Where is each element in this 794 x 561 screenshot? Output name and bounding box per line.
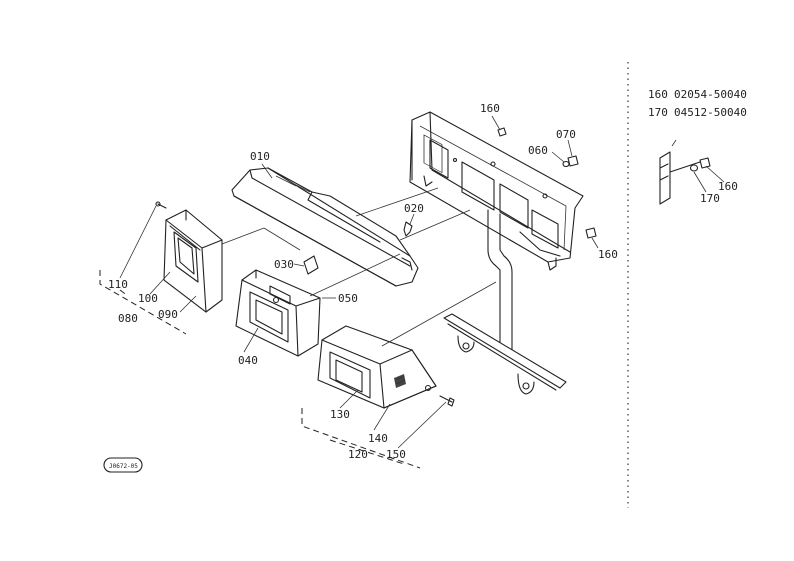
group-brackets: [99, 270, 421, 469]
callout-120: 120: [348, 448, 368, 461]
callout-140: 140: [368, 432, 388, 445]
legend-partno-170: 04512-50040: [674, 106, 747, 119]
callout-100: 100: [138, 292, 158, 305]
bolt-150: [439, 395, 455, 407]
bolt-110: [155, 201, 167, 209]
legend-partno-160: 02054-50040: [674, 88, 747, 101]
detail-inset: [659, 139, 711, 205]
callouts: 010 020 030 040 050 060 070 080 090 100 …: [108, 102, 738, 461]
parts-legend: 160 02054-50040 170 04512-50040: [648, 88, 747, 119]
bracket-030: [303, 255, 319, 275]
top-cover-010: [231, 167, 419, 287]
callout-090: 090: [158, 308, 178, 321]
main-bracket: [409, 111, 584, 271]
drawing-code-tag: J0672-05: [103, 457, 143, 473]
grille-vent: [394, 374, 406, 388]
callout-080: 080: [118, 312, 138, 325]
callout-030: 030: [274, 258, 294, 271]
drawing-code: J0672-05: [109, 463, 138, 470]
callout-130: 130: [330, 408, 350, 421]
nut-070: [567, 155, 579, 167]
callout-150: 150: [386, 448, 406, 461]
callout-160-top: 160: [480, 102, 500, 115]
callout-020: 020: [404, 202, 424, 215]
callout-060: 060: [528, 144, 548, 157]
callout-160-right: 160: [598, 248, 618, 261]
right-lamp-housing-130: [317, 325, 437, 409]
callout-170-detail: 170: [700, 192, 720, 205]
leader-lines: [119, 115, 725, 449]
center-lamp-housing-040: [235, 269, 321, 357]
washer-060: [562, 160, 570, 168]
callout-010: 010: [250, 150, 270, 163]
legend-ref-160: 160: [648, 88, 668, 101]
bolt-160a: [497, 127, 507, 137]
left-lamp-housing-090: [163, 209, 223, 313]
callout-110: 110: [108, 278, 128, 291]
callout-160-detail: 160: [718, 180, 738, 193]
callout-070: 070: [556, 128, 576, 141]
callout-040: 040: [238, 354, 258, 367]
callout-050: 050: [338, 292, 358, 305]
clip-020: [403, 221, 413, 237]
legend-ref-170: 170: [648, 106, 668, 119]
lower-mounting-plate: [443, 313, 567, 395]
bolt-160b: [585, 227, 597, 239]
